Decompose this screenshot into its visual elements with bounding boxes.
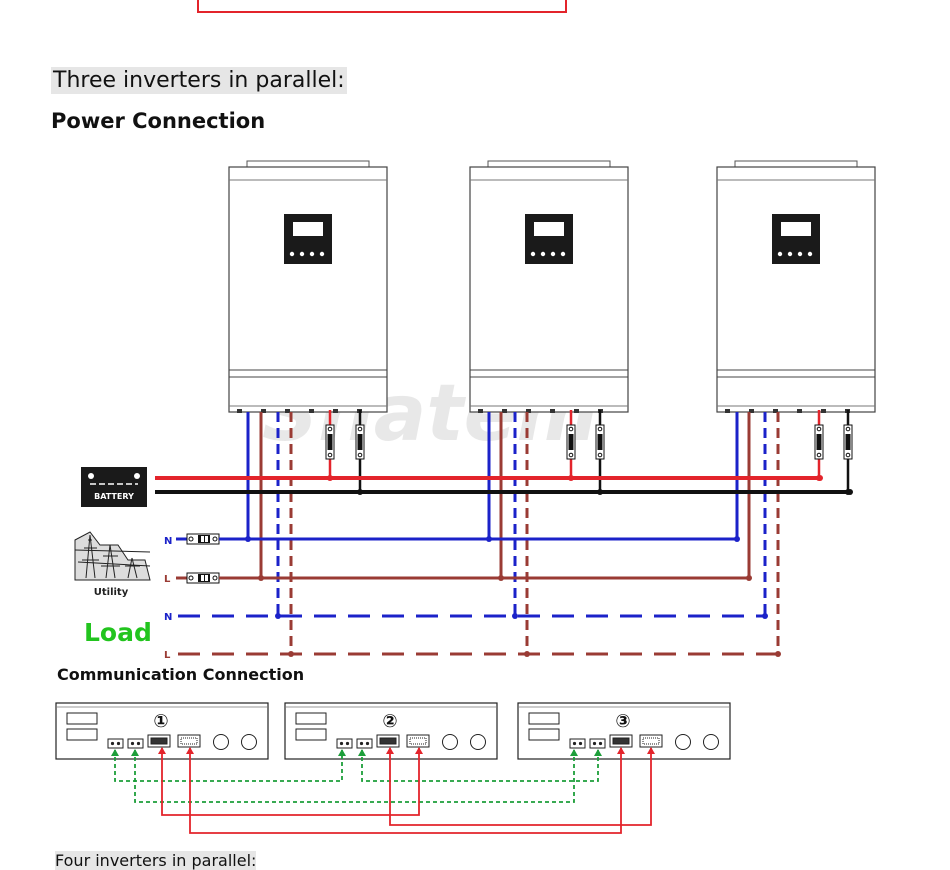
cable-arrow-icon: [111, 749, 119, 756]
dc-fuse-icon: [595, 424, 605, 460]
cable-arrow-icon: [338, 749, 346, 756]
sync-port-icon: [107, 738, 124, 749]
inverter-display-panel: [525, 214, 573, 264]
sync-port-icon: [336, 738, 353, 749]
cable-arrow-icon: [415, 747, 423, 754]
cable-arrow-icon: [186, 747, 194, 754]
inverter-3: [716, 160, 876, 413]
power-connection-title: Power Connection: [51, 109, 266, 133]
utility-label: Utility: [94, 587, 129, 598]
parallel-port-icon: [177, 734, 201, 748]
cable-arrow-icon: [386, 747, 394, 754]
next-section-heading: Four inverters in parallel:: [55, 851, 257, 870]
utility-neutral-label: N: [164, 536, 172, 547]
dc-fuse-icon: [814, 424, 824, 460]
cable-arrow-icon: [358, 749, 366, 756]
cable-arrow-icon: [594, 749, 602, 756]
unit-number: ②: [382, 711, 397, 732]
parallel-cable: [161, 748, 420, 816]
inverter-1: [228, 160, 388, 413]
cable-arrow-icon: [570, 749, 578, 756]
sync-cable: [114, 750, 343, 782]
utility-neutral-breaker: [176, 533, 220, 545]
inverter-2: [469, 160, 629, 413]
parallel-port-icon: [609, 734, 633, 748]
cable-arrow-icon: [617, 747, 625, 754]
battery-label: BATTERY: [94, 492, 134, 501]
utility-line-breaker: [176, 572, 220, 584]
parallel-cable: [189, 748, 622, 834]
comm-unit-1: ①: [55, 702, 269, 760]
cable-arrow-icon: [131, 749, 139, 756]
sync-cable: [361, 750, 599, 782]
parallel-port-icon: [147, 734, 171, 748]
parallel-port-icon: [406, 734, 430, 748]
battery-bus: [155, 476, 850, 494]
dc-fuse-icon: [843, 424, 853, 460]
dc-fuse-icon: [566, 424, 576, 460]
unit-number: ③: [615, 711, 630, 732]
utility-line-label: L: [164, 574, 171, 585]
battery-icon: BATTERY: [81, 467, 147, 507]
sync-port-icon: [356, 738, 373, 749]
sync-port-icon: [569, 738, 586, 749]
comm-unit-3: ③: [517, 702, 731, 760]
parallel-port-icon: [639, 734, 663, 748]
inverter-display-panel: [772, 214, 820, 264]
sync-port-icon: [127, 738, 144, 749]
parallel-port-icon: [376, 734, 400, 748]
load-line-label: L: [164, 650, 171, 661]
parallel-cable: [389, 748, 652, 826]
dc-fuse-icon: [355, 424, 365, 460]
load-label: Load: [84, 618, 152, 647]
cable-arrow-icon: [158, 747, 166, 754]
sync-port-icon: [589, 738, 606, 749]
dc-fuse-icon: [325, 424, 335, 460]
communication-connection-title: Communication Connection: [57, 665, 305, 684]
section-heading: Three inverters in parallel:: [51, 67, 347, 94]
utility-tower-icon: [74, 531, 151, 581]
cable-arrow-icon: [647, 747, 655, 754]
previous-diagram-edge: [197, 0, 567, 13]
inverter-display-panel: [284, 214, 332, 264]
load-neutral-label: N: [164, 612, 172, 623]
unit-number: ①: [153, 711, 168, 732]
